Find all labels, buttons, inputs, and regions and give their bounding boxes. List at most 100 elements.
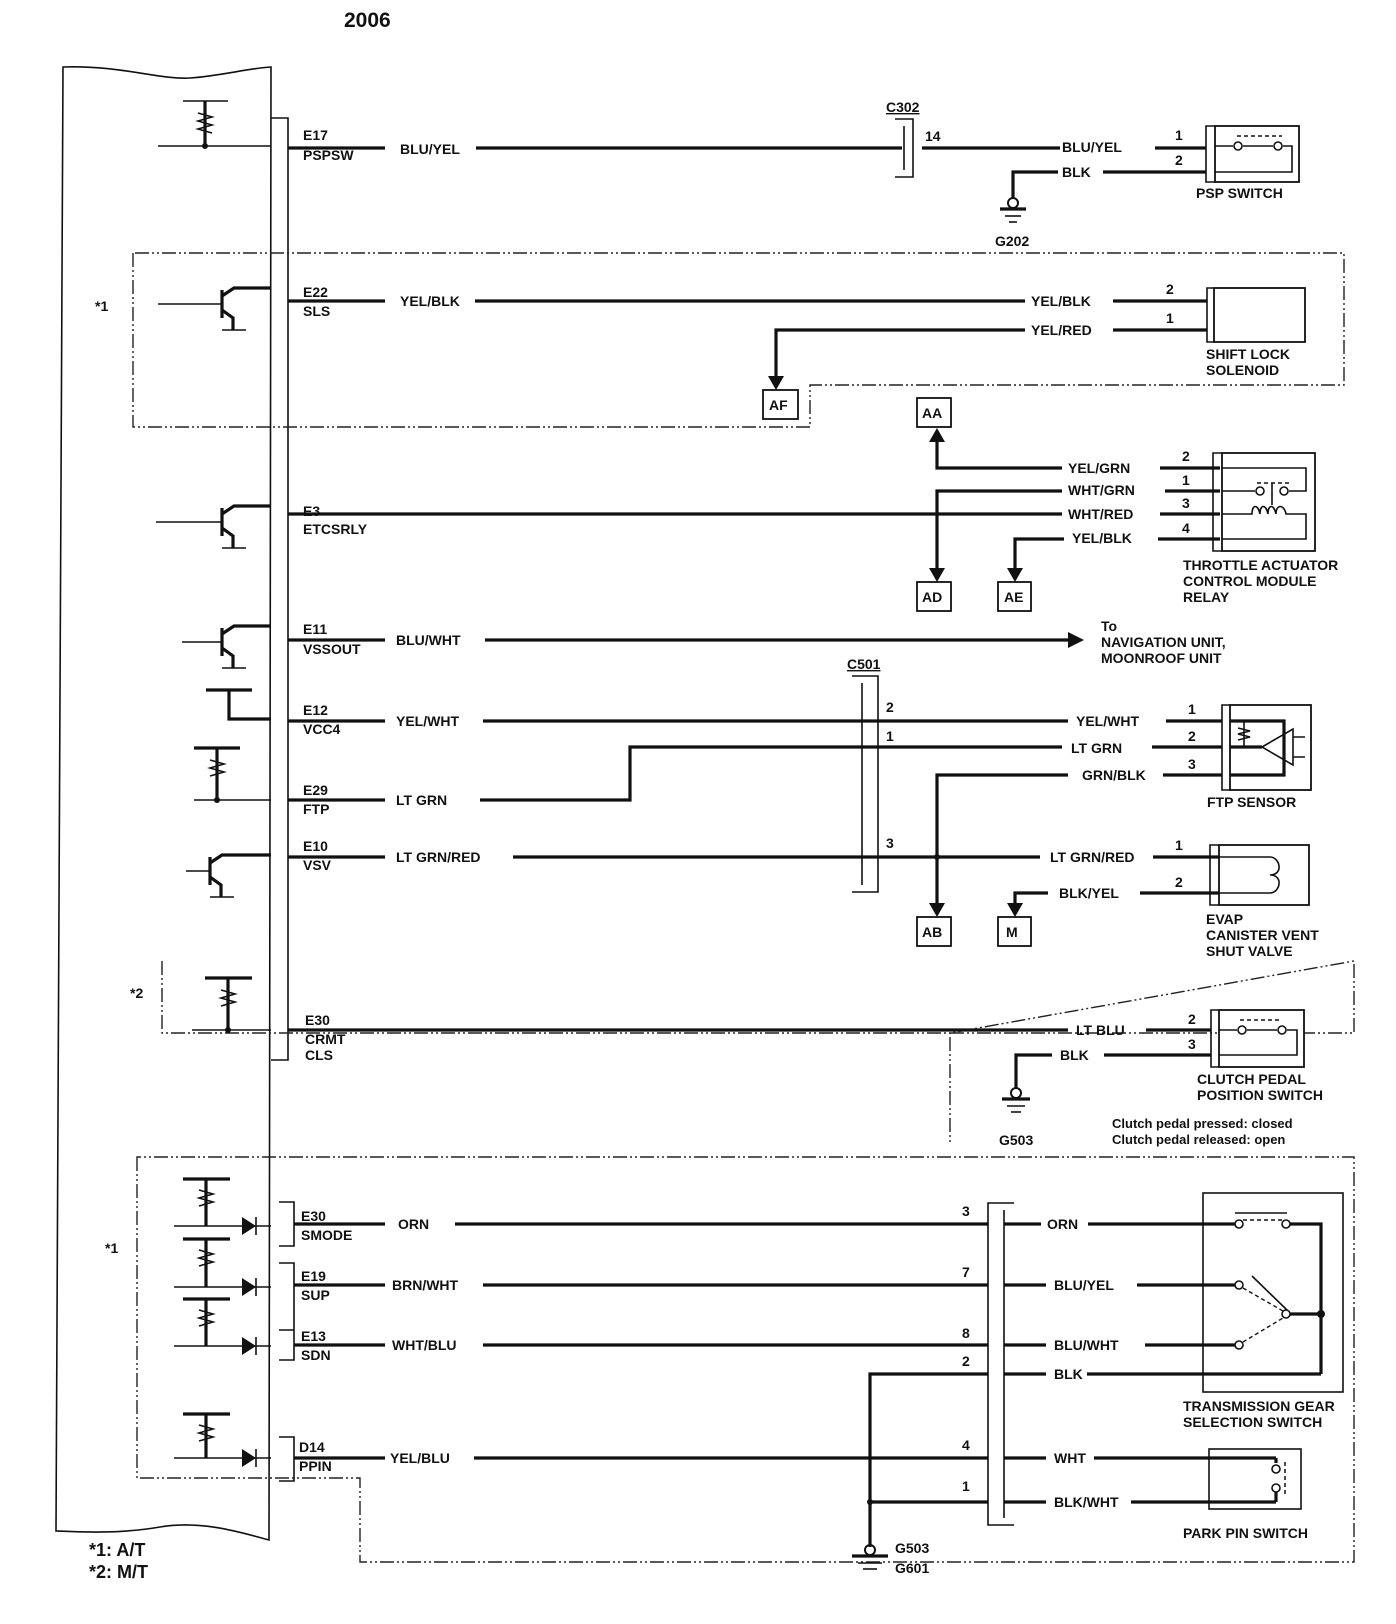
svg-text:Clutch pedal released: open: Clutch pedal released: open	[1112, 1132, 1285, 1147]
svg-text:7: 7	[962, 1264, 970, 1280]
svg-text:LT GRN: LT GRN	[396, 792, 447, 808]
svg-text:E30: E30	[305, 1012, 330, 1028]
svg-text:To: To	[1101, 618, 1117, 634]
svg-text:E10: E10	[303, 838, 328, 854]
svg-text:YEL/BLK: YEL/BLK	[1031, 293, 1091, 309]
svg-text:1: 1	[1175, 837, 1183, 853]
svg-text:E13: E13	[301, 1328, 326, 1344]
jump-point-ae: AE	[997, 581, 1032, 612]
svg-text:4: 4	[962, 1437, 970, 1453]
svg-text:ORN: ORN	[1047, 1216, 1078, 1232]
wire-vcc4: YEL/WHT YEL/WHT	[288, 713, 1222, 729]
svg-text:VCC4: VCC4	[303, 721, 341, 737]
wire-vsv: LT GRN/RED LT GRN/RED BLK/YEL	[288, 849, 1219, 917]
svg-text:3: 3	[962, 1203, 970, 1219]
svg-text:BLK/YEL: BLK/YEL	[1059, 885, 1119, 901]
jump-point-m: M	[997, 916, 1032, 947]
svg-text:LT BLU: LT BLU	[1076, 1022, 1125, 1038]
footnote-at: *1: A/T	[89, 1540, 145, 1560]
svg-text:ORN: ORN	[398, 1216, 429, 1232]
svg-text:CLS: CLS	[305, 1047, 333, 1063]
jump-point-ad: AD	[916, 581, 952, 612]
svg-text:G503: G503	[895, 1540, 929, 1556]
wire-pspsw: BLU/YEL BLU/YEL BLK	[288, 139, 1206, 199]
svg-text:FTP: FTP	[303, 801, 329, 817]
svg-text:8: 8	[962, 1325, 970, 1341]
connector-c302: C302 14	[886, 99, 941, 178]
wire-etcsrly: YEL/GRN WHT/GRN WHT/RED YEL/BLK	[288, 428, 1220, 582]
svg-text:WHT: WHT	[1054, 1450, 1086, 1466]
wire-smode: ORN	[294, 1216, 988, 1232]
group-marker-at: *1	[95, 298, 108, 314]
svg-text:3: 3	[1188, 756, 1196, 772]
svg-text:WHT/BLU: WHT/BLU	[392, 1337, 457, 1353]
pullup-resistor-icon	[158, 100, 271, 149]
group-marker-at: *1	[105, 1240, 118, 1256]
svg-text:GRN/BLK: GRN/BLK	[1082, 767, 1146, 783]
svg-text:1: 1	[962, 1478, 970, 1494]
svg-text:SOLENOID: SOLENOID	[1206, 362, 1279, 378]
svg-text:SHUT VALVE: SHUT VALVE	[1206, 943, 1293, 959]
svg-text:2: 2	[1166, 281, 1174, 297]
svg-text:BLK: BLK	[1060, 1047, 1089, 1063]
svg-text:SUP: SUP	[301, 1287, 330, 1303]
wire-ftp: LT GRN LT GRN GRN/BLK	[288, 740, 1222, 917]
svg-text:BRN/WHT: BRN/WHT	[392, 1277, 459, 1293]
svg-text:MOONROOF UNIT: MOONROOF UNIT	[1101, 650, 1222, 666]
svg-text:CONTROL MODULE: CONTROL MODULE	[1183, 573, 1317, 589]
svg-text:E12: E12	[303, 702, 328, 718]
svg-text:E29: E29	[303, 782, 328, 798]
svg-text:3: 3	[1182, 495, 1190, 511]
evap-canister-vent-valve: 1 2 EVAP CANISTER VENT SHUT VALVE	[1175, 837, 1319, 959]
svg-text:YEL/BLK: YEL/BLK	[400, 293, 460, 309]
svg-text:LT GRN: LT GRN	[1071, 740, 1122, 756]
svg-text:G202: G202	[995, 233, 1029, 249]
group-box-at-1	[132, 252, 1345, 428]
svg-text:LT GRN/RED: LT GRN/RED	[1050, 849, 1135, 865]
svg-text:AB: AB	[922, 924, 942, 940]
connector-c501: C501 2 1 3	[847, 656, 894, 893]
pcm-body	[55, 66, 272, 1542]
pin-bracket	[279, 1201, 295, 1482]
svg-text:E19: E19	[301, 1268, 326, 1284]
transmission-gear-selection-switch: TRANSMISSION GEAR SELECTION SWITCH	[1183, 1192, 1344, 1430]
svg-text:BLK/WHT: BLK/WHT	[1054, 1494, 1119, 1510]
supply-icon	[206, 688, 271, 721]
pcm-connector-bar	[271, 117, 289, 1061]
svg-text:PPIN: PPIN	[299, 1458, 332, 1474]
svg-text:3: 3	[886, 835, 894, 851]
group-marker-mt: *2	[130, 985, 143, 1001]
svg-text:VSV: VSV	[303, 857, 332, 873]
svg-text:ETCSRLY: ETCSRLY	[303, 521, 368, 537]
wire-park-pin: WHT BLK/WHT	[1004, 1450, 1276, 1510]
svg-text:Clutch pedal pressed: closed: Clutch pedal pressed: closed	[1112, 1116, 1293, 1131]
svg-text:SHIFT LOCK: SHIFT LOCK	[1206, 346, 1290, 362]
svg-text:C501: C501	[847, 656, 881, 672]
svg-text:M: M	[1006, 924, 1018, 940]
svg-text:WHT/RED: WHT/RED	[1068, 506, 1133, 522]
svg-text:YEL/RED: YEL/RED	[1031, 322, 1092, 338]
svg-text:YEL/GRN: YEL/GRN	[1068, 460, 1130, 476]
group-box-mt	[161, 960, 1355, 1143]
footnote-mt: *2: M/T	[89, 1562, 148, 1582]
park-pin-switch: PARK PIN SWITCH	[1183, 1448, 1308, 1541]
svg-text:C302: C302	[886, 99, 920, 115]
svg-text:E11: E11	[303, 621, 327, 637]
wire-sup: BRN/WHT	[294, 1277, 988, 1293]
ground-icon: G503	[999, 1087, 1033, 1148]
svg-text:PSPSW: PSPSW	[303, 147, 354, 163]
svg-text:TRANSMISSION GEAR: TRANSMISSION GEAR	[1183, 1398, 1335, 1414]
transistor-icon	[186, 853, 271, 898]
svg-text:3: 3	[1188, 1036, 1196, 1052]
svg-text:D14: D14	[299, 1439, 325, 1455]
wire-ground-g503: G503 G601	[852, 1372, 988, 1576]
diode-input-icon	[174, 1177, 271, 1467]
svg-text:CANISTER VENT: CANISTER VENT	[1206, 927, 1319, 943]
shift-lock-solenoid: 2 1 SHIFT LOCK SOLENOID	[1166, 281, 1306, 378]
svg-text:2: 2	[886, 699, 894, 715]
wire-vssout: BLU/WHT To NAVIGATION UNIT, MOONROOF UNI…	[288, 618, 1226, 666]
svg-text:EVAP: EVAP	[1206, 911, 1243, 927]
svg-text:1: 1	[1175, 127, 1183, 143]
